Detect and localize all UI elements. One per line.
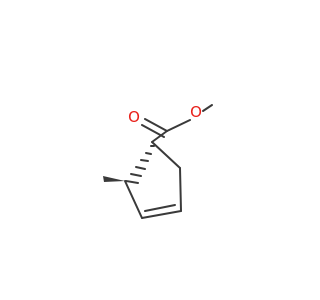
bond-c1-carbonyl bbox=[151, 130, 168, 143]
bond-carbonyl-o-a bbox=[144, 118, 168, 132]
bond-c4-c3-inner bbox=[144, 204, 176, 212]
bond-c3-c2 bbox=[124, 180, 143, 219]
carbonyl-oxygen-label: O bbox=[128, 108, 140, 126]
bond-carbonyl-oester bbox=[166, 119, 191, 132]
bond-c4-c3 bbox=[141, 210, 182, 219]
bond-c5-c4 bbox=[179, 167, 182, 212]
ester-oxygen-label: O bbox=[190, 103, 202, 121]
molecule-structure: O O bbox=[103, 103, 213, 219]
wedge-methyl bbox=[103, 176, 125, 182]
bond-oester-methyl bbox=[202, 104, 213, 112]
bond-carbonyl-o-b bbox=[141, 124, 165, 138]
ester-group bbox=[141, 104, 213, 143]
hash-c1-c2 bbox=[125, 145, 155, 184]
ring bbox=[124, 141, 182, 219]
bond-c1-c5 bbox=[151, 141, 181, 169]
